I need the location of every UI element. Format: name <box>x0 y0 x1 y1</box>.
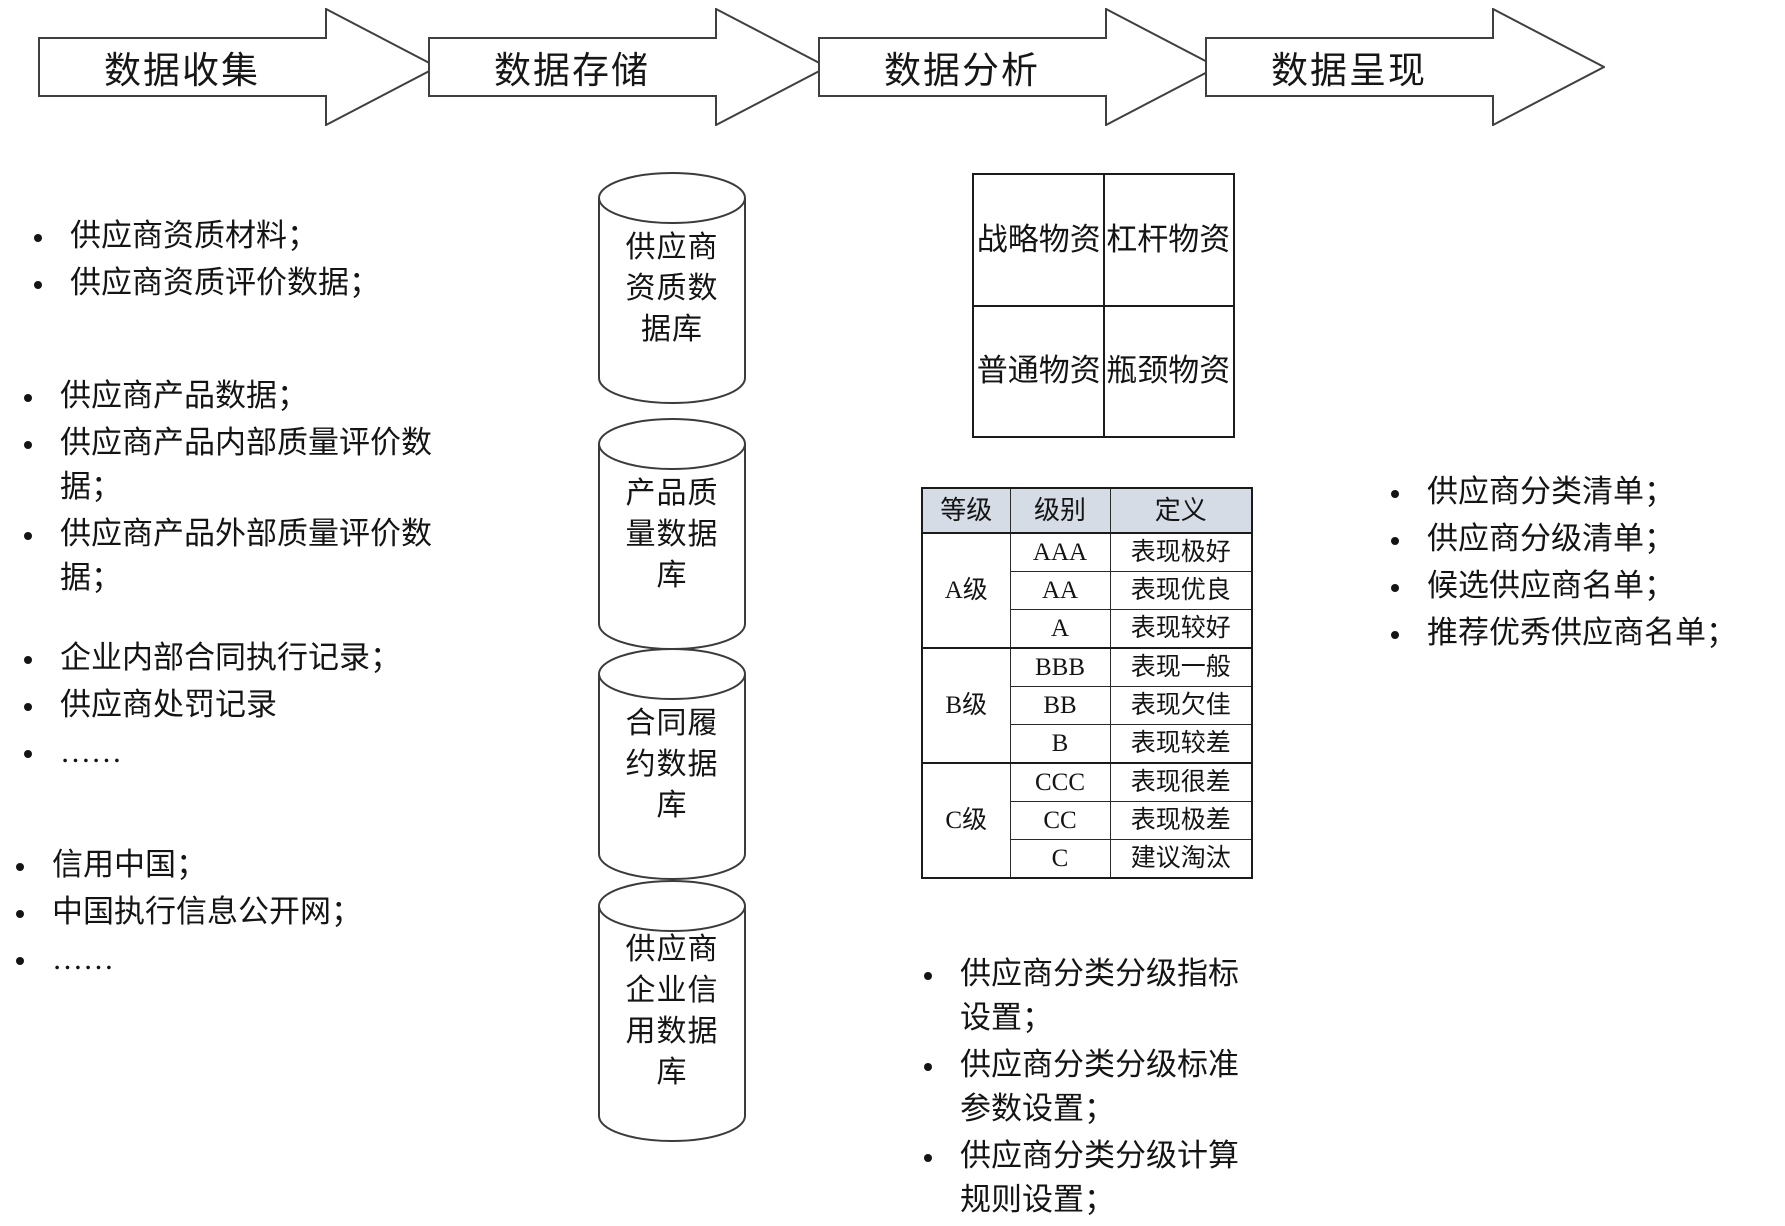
cell-grade: BBB <box>1009 647 1111 687</box>
list-item: 供应商分类分级标准参数设置； <box>908 1043 1258 1131</box>
cell-definition: 表现一般 <box>1109 647 1253 687</box>
list-item: 供应商产品数据； <box>8 374 448 418</box>
collection-group-4: 信用中国； 中国执行信息公开网； …… <box>0 843 440 984</box>
cell-level: A级 <box>921 532 1011 649</box>
cell-grade: A <box>1009 609 1111 649</box>
stage-arrow-analysis: 数据分析 <box>818 8 1218 126</box>
cell-definition: 表现较差 <box>1109 724 1253 764</box>
database-label: 供应商资质数据库 <box>625 230 719 346</box>
matrix-cell-common: 普通物资 <box>973 304 1105 437</box>
matrix-cell-bottleneck: 瓶颈物资 <box>1102 304 1234 437</box>
arrow-shape-icon <box>1205 8 1605 126</box>
list-item: 供应商分级清单； <box>1375 517 1775 561</box>
database-label: 合同履约数据库 <box>625 706 719 822</box>
cell-grade: AA <box>1009 571 1111 610</box>
list-item: 供应商资质评价数据； <box>18 261 458 305</box>
col-header-grade: 级别 <box>1009 487 1111 534</box>
col-header-definition: 定义 <box>1109 487 1253 534</box>
analysis-settings-list: 供应商分类分级指标设置； 供应商分类分级标准参数设置； 供应商分类分级计算规则设… <box>908 952 1258 1225</box>
cell-definition: 表现极差 <box>1109 801 1253 840</box>
cell-definition: 表现较好 <box>1109 609 1253 649</box>
table-row: C级 CCC 表现很差 <box>921 762 1253 879</box>
database-cylinder-contract: 合同履约数据库 <box>598 648 746 880</box>
cell-grade: C <box>1009 839 1111 879</box>
cylinder-shape-icon <box>598 648 746 880</box>
cell-grade: AAA <box>1009 532 1111 572</box>
collection-group-3: 企业内部合同执行记录； 供应商处罚记录 …… <box>8 636 448 777</box>
matrix-cell-strategic: 战略物资 <box>973 174 1105 307</box>
material-classification-matrix: 战略物资 杠杆物资 普通物资 瓶颈物资 <box>972 173 1235 438</box>
col-header-level: 等级 <box>921 487 1011 534</box>
cell-grade: B <box>1009 724 1111 764</box>
cell-grade: BB <box>1009 686 1111 725</box>
table-header-row: 等级 级别 定义 <box>921 487 1253 534</box>
table-row: A级 AAA 表现极好 <box>921 532 1253 649</box>
cell-level: B级 <box>921 647 1011 764</box>
matrix-cell-leverage: 杠杆物资 <box>1102 174 1234 307</box>
presentation-outputs-list: 供应商分类清单； 供应商分级清单； 候选供应商名单； 推荐优秀供应商名单； <box>1375 470 1775 658</box>
cell-definition: 表现欠佳 <box>1109 686 1253 725</box>
list-item: 候选供应商名单； <box>1375 564 1775 608</box>
cylinder-shape-icon <box>598 172 746 404</box>
table-row: A 表现较好 <box>922 609 1253 649</box>
list-item: 推荐优秀供应商名单； <box>1375 611 1775 655</box>
arrow-shape-icon <box>818 8 1218 126</box>
database-cylinder-credit: 供应商企业信用数据库 <box>598 880 746 1142</box>
table-row: C 建议淘汰 <box>922 839 1253 879</box>
cell-definition: 建议淘汰 <box>1109 839 1253 879</box>
cell-grade: CCC <box>1009 762 1111 802</box>
cell-definition: 表现极好 <box>1109 532 1253 572</box>
cell-definition: 表现很差 <box>1109 762 1253 802</box>
stage-arrow-presentation: 数据呈现 <box>1205 8 1605 126</box>
list-item: 供应商分类分级计算规则设置； <box>908 1134 1258 1222</box>
list-item: 供应商分类清单； <box>1375 470 1775 514</box>
arrow-shape-icon <box>38 8 438 126</box>
table-row: AA 表现优良 <box>922 571 1253 610</box>
list-item: 供应商处罚记录 <box>8 683 448 727</box>
cell-definition: 表现优良 <box>1109 571 1253 610</box>
collection-group-1: 供应商资质材料； 供应商资质评价数据； <box>18 214 458 308</box>
stage-arrow-collection: 数据收集 <box>38 8 438 126</box>
list-item: 供应商产品外部质量评价数据； <box>8 512 448 600</box>
table-row: CC 表现极差 <box>922 801 1253 840</box>
collection-group-2: 供应商产品数据； 供应商产品内部质量评价数据； 供应商产品外部质量评价数据； <box>8 374 448 603</box>
list-item: 供应商资质材料； <box>18 214 458 258</box>
database-label: 产品质量数据库 <box>625 476 719 592</box>
stage-arrow-row: 数据收集 数据存储 数据分析 数据呈现 <box>0 8 1785 128</box>
database-cylinder-qualification: 供应商资质数据库 <box>598 172 746 404</box>
list-item: …… <box>0 937 440 981</box>
supplier-grade-table: 等级 级别 定义 A级 AAA 表现极好 AA 表现优良 A 表现较好 B级 B… <box>921 487 1253 879</box>
cylinder-shape-icon <box>598 418 746 650</box>
stage-arrow-storage: 数据存储 <box>428 8 828 126</box>
list-item: 供应商产品内部质量评价数据； <box>8 421 448 509</box>
list-item: 信用中国； <box>0 843 440 887</box>
cylinder-shape-icon <box>598 880 746 1142</box>
list-item: 供应商分类分级指标设置； <box>908 952 1258 1040</box>
list-item: …… <box>8 730 448 774</box>
cell-grade: CC <box>1009 801 1111 840</box>
database-label: 供应商企业信用数据库 <box>625 933 719 1089</box>
table-row: BB 表现欠佳 <box>922 686 1253 725</box>
cell-level: C级 <box>921 762 1011 879</box>
table-row: B级 BBB 表现一般 <box>921 647 1253 764</box>
arrow-shape-icon <box>428 8 828 126</box>
list-item: 企业内部合同执行记录； <box>8 636 448 680</box>
database-cylinder-product-quality: 产品质量数据库 <box>598 418 746 650</box>
list-item: 中国执行信息公开网； <box>0 890 440 934</box>
